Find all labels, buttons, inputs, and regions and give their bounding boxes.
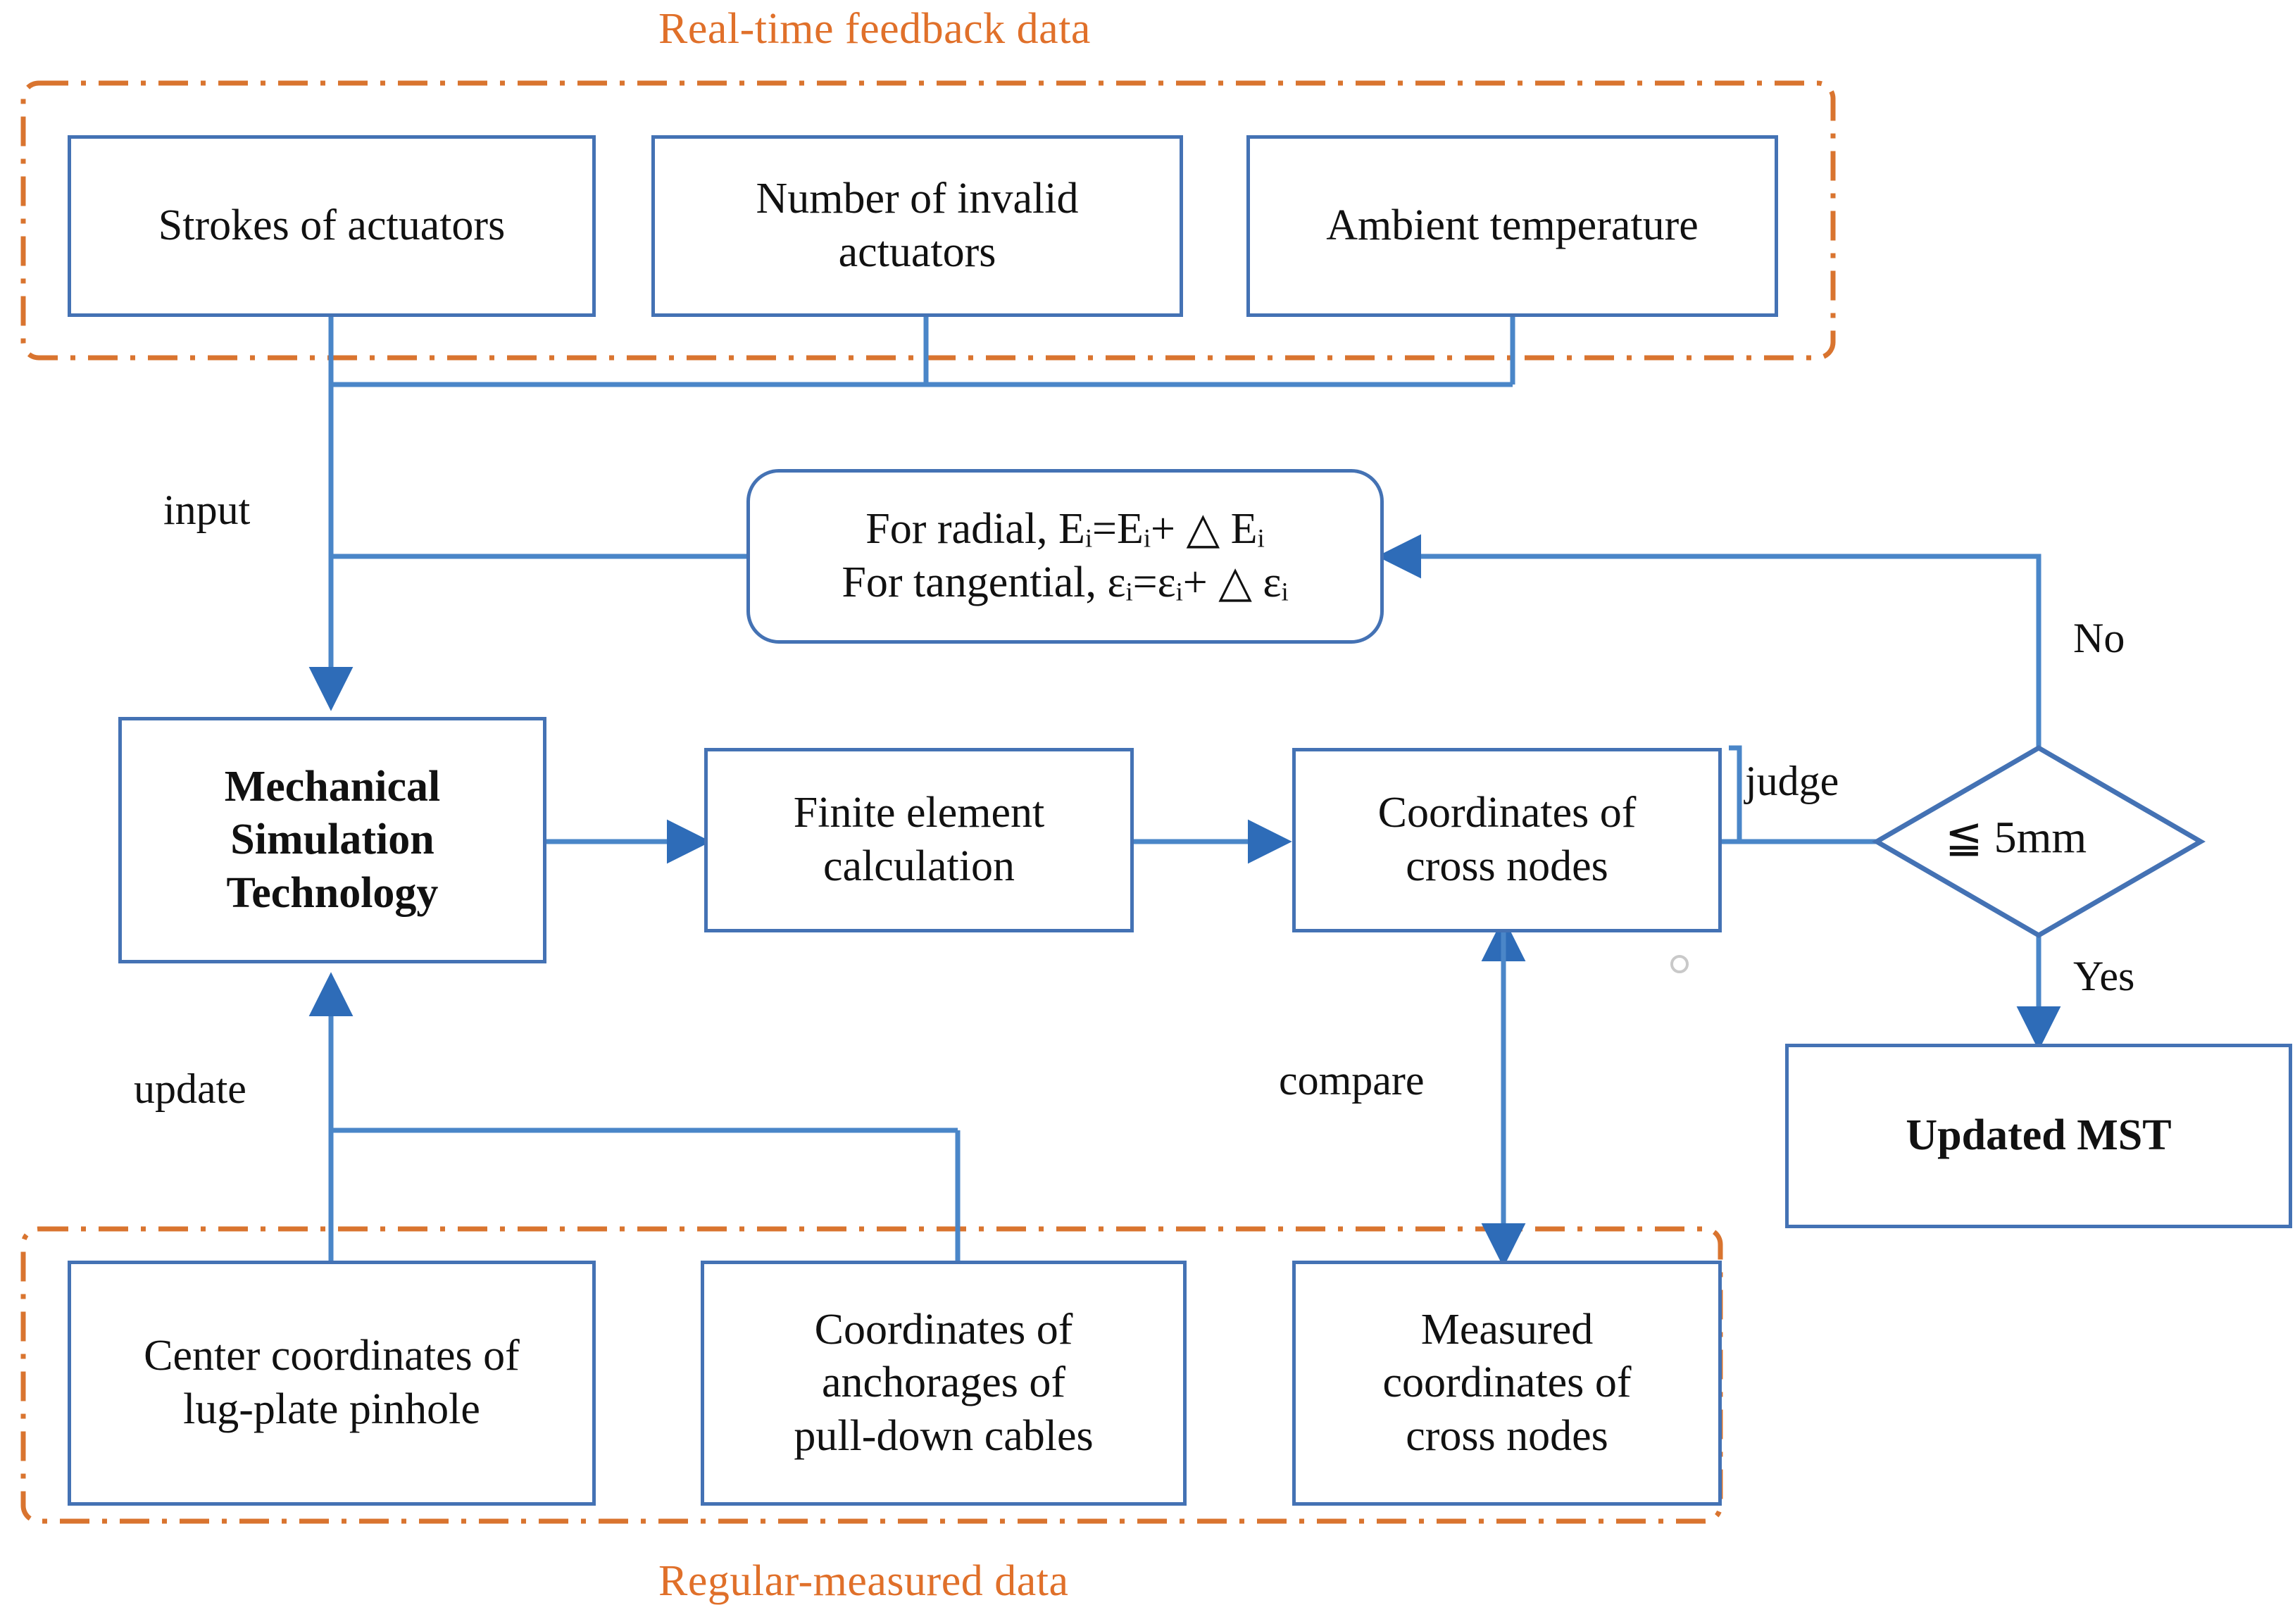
edge-label-update: update	[134, 1066, 246, 1112]
node-anchorages-label: Coordinates of anchorages of pull-down c…	[794, 1305, 1094, 1460]
edge-no-return	[1377, 534, 2041, 754]
node-coords-cross-label: Coordinates of cross nodes	[1377, 789, 1637, 890]
node-formula-update[interactable]: For radial, Eᵢ=Eᵢ+ △ Eᵢ For tangential, …	[746, 469, 1384, 644]
node-updated-mst[interactable]: Updated MST	[1785, 1044, 2292, 1228]
edge-label-judge: judge	[1745, 758, 1839, 804]
node-center-coords-label: Center coordinates of lug-plate pinhole	[144, 1332, 520, 1433]
node-strokes-label: Strokes of actuators	[158, 201, 506, 250]
node-mechanical-simulation-technology[interactable]: Mechanical Simulation Technology	[118, 717, 546, 963]
edge-label-yes: Yes	[2073, 953, 2135, 999]
node-coordinates-anchorages-pull-down-cables[interactable]: Coordinates of anchorages of pull-down c…	[701, 1261, 1187, 1506]
node-updated-mst-label: Updated MST	[1906, 1111, 2172, 1160]
edge-coords-to-decision	[1722, 745, 1742, 844]
decision-diamond	[1872, 744, 2206, 939]
node-ambient-temperature[interactable]: Ambient temperature	[1246, 135, 1778, 317]
node-measured-label: Measured coordinates of cross nodes	[1382, 1305, 1632, 1460]
decision-label: ≦ 5mm	[1945, 812, 2087, 862]
node-mst-label: Mechanical Simulation Technology	[224, 762, 441, 917]
node-finite-element-calculation[interactable]: Finite element calculation	[704, 748, 1134, 932]
node-coordinates-of-cross-nodes[interactable]: Coordinates of cross nodes	[1292, 748, 1722, 932]
node-invalid-label: Number of invalid actuators	[756, 175, 1079, 276]
node-measured-coordinates-cross-nodes[interactable]: Measured coordinates of cross nodes	[1292, 1261, 1722, 1506]
group-label-realtime: Real-time feedback data	[658, 5, 1091, 53]
node-center-coordinates-lug-plate-pinhole[interactable]: Center coordinates of lug-plate pinhole	[68, 1261, 596, 1506]
edge-label-no: No	[2073, 615, 2125, 661]
stray-circle-artifact	[1670, 955, 1689, 973]
edge-label-input: input	[163, 487, 251, 533]
node-ambient-label: Ambient temperature	[1326, 201, 1699, 250]
node-fem-label: Finite element calculation	[793, 789, 1045, 890]
edge-label-compare: compare	[1279, 1057, 1425, 1104]
formula-tangential-label: For tangential, εᵢ=εᵢ+ △ εᵢ	[842, 558, 1289, 606]
formula-radial-label: For radial, Eᵢ=Eᵢ+ △ Eᵢ	[865, 505, 1265, 554]
node-number-of-invalid-actuators[interactable]: Number of invalid actuators	[651, 135, 1183, 317]
node-strokes-of-actuators[interactable]: Strokes of actuators	[68, 135, 596, 317]
group-label-regular: Regular-measured data	[658, 1557, 1069, 1605]
